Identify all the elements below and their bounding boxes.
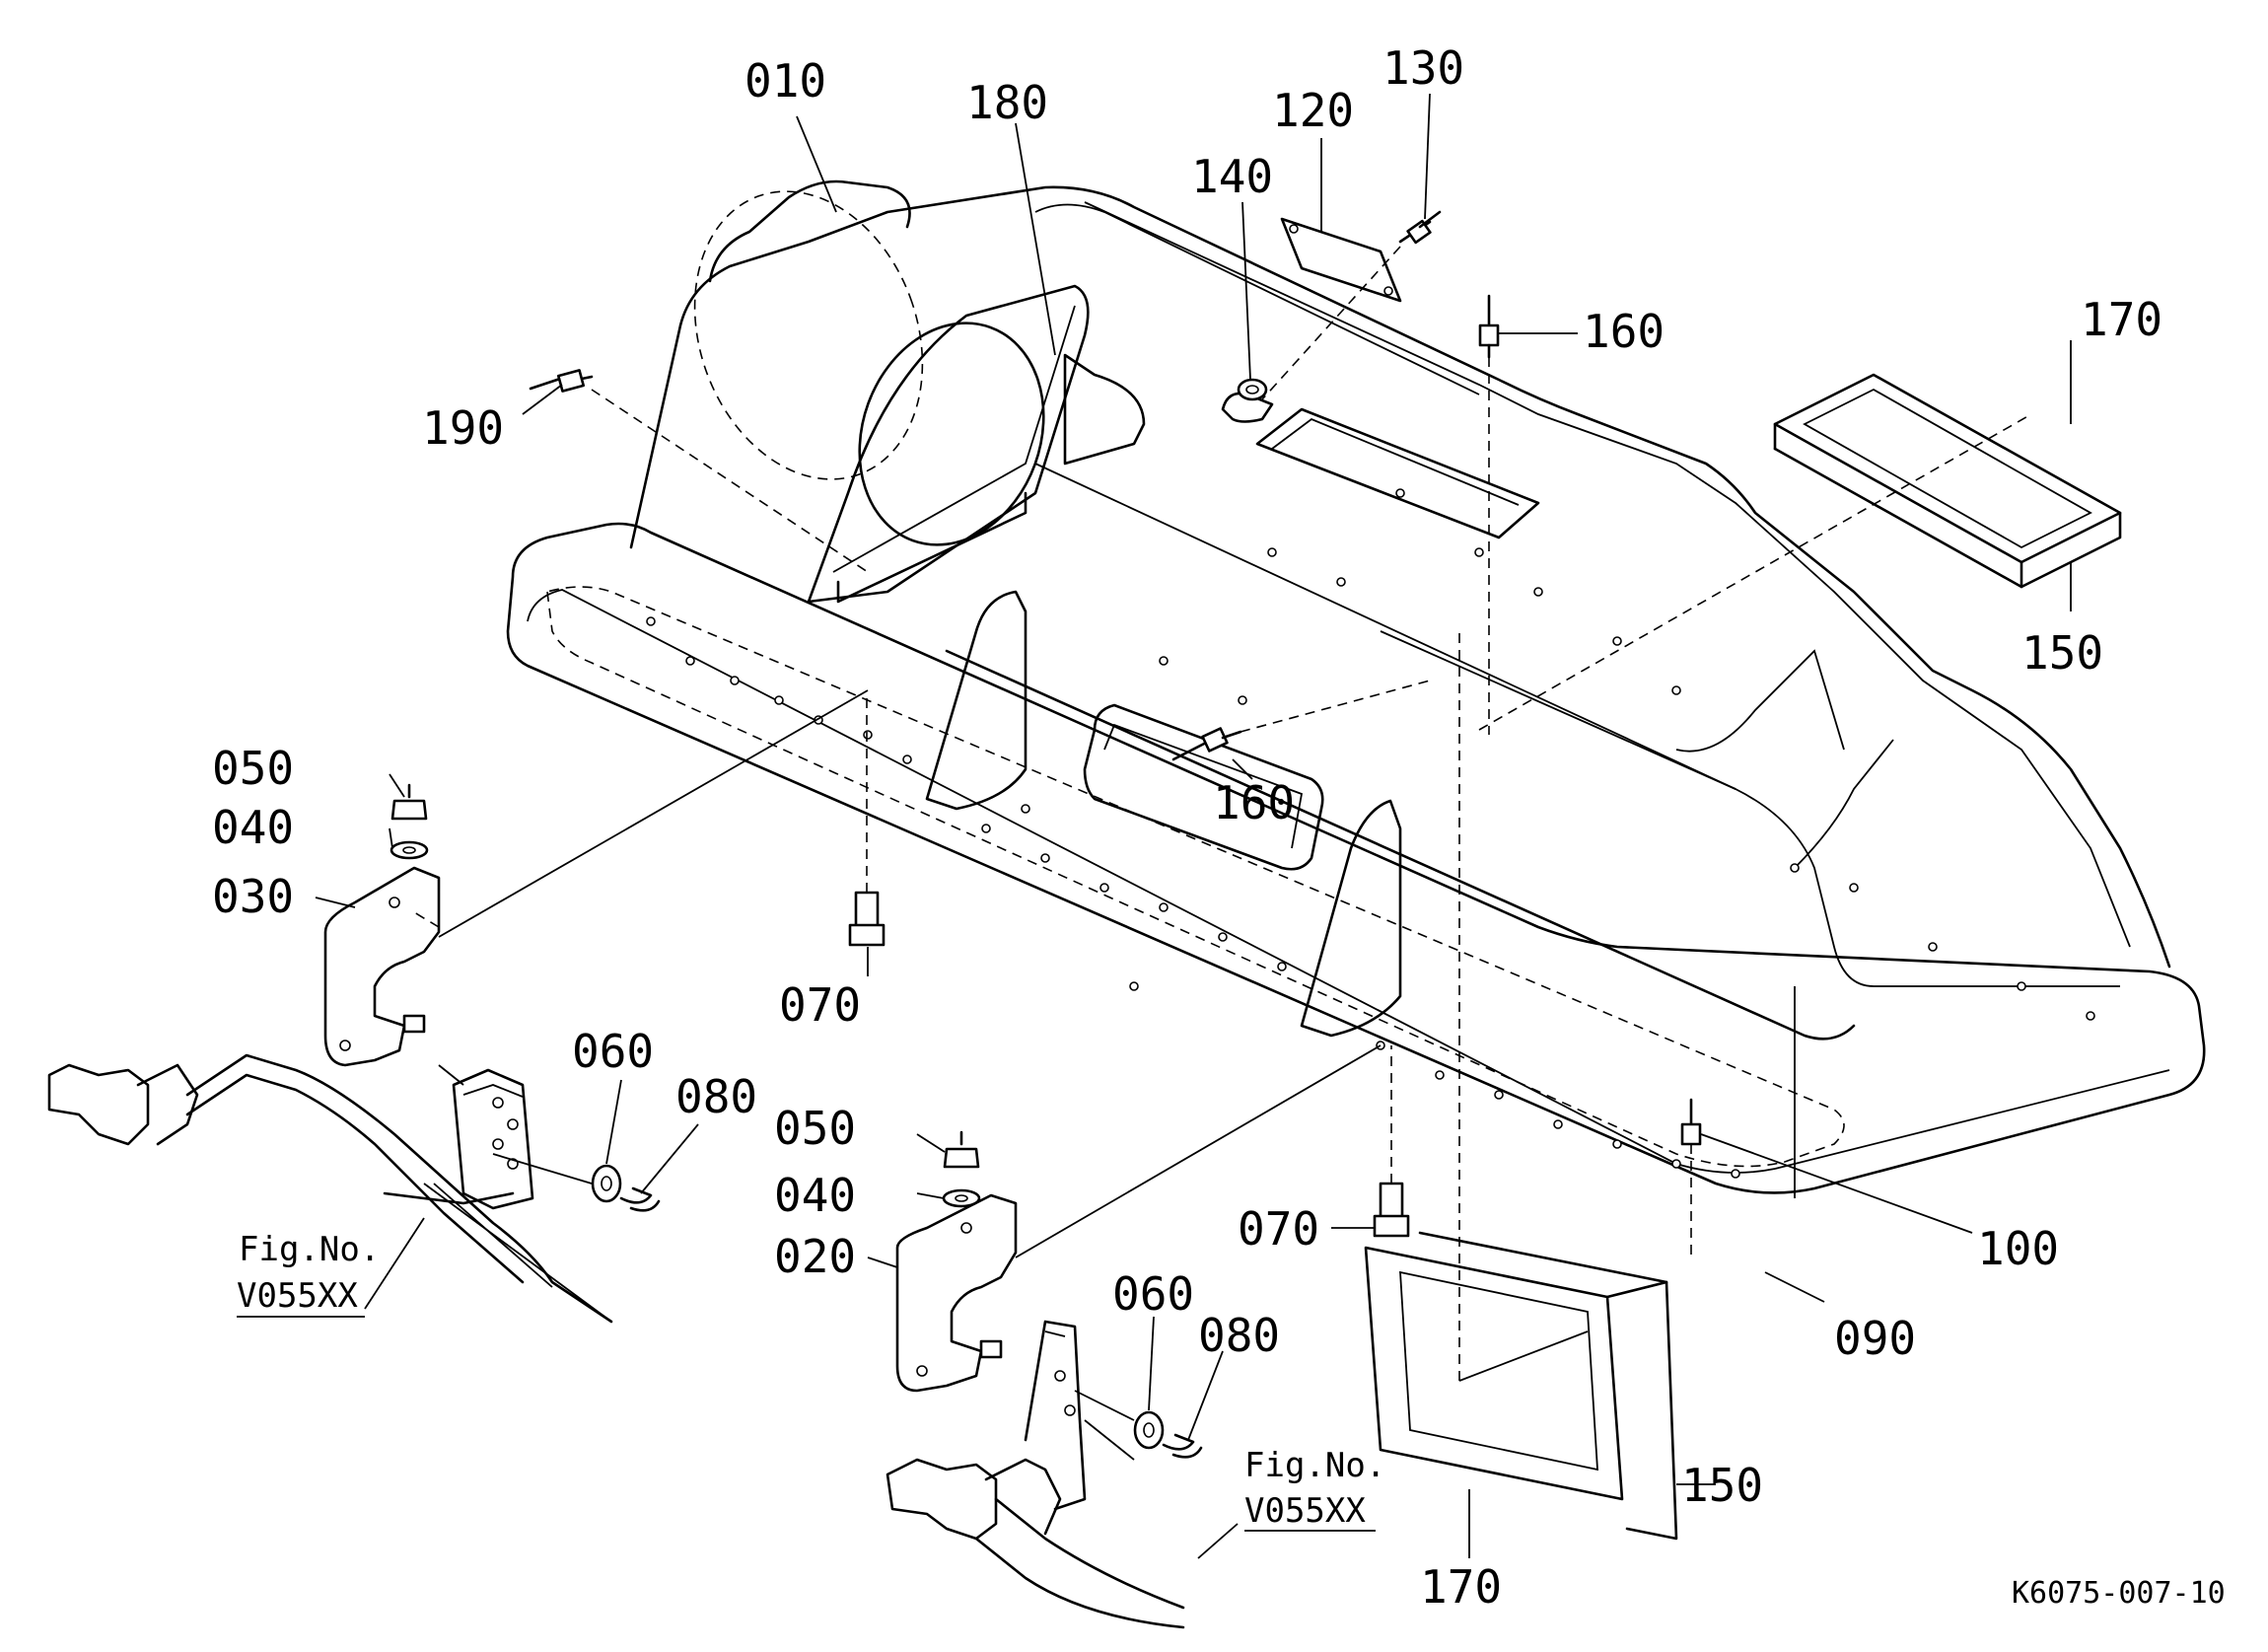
bolt-070-right — [1373, 1045, 1410, 1238]
drawing-code: K6075-007-10 — [2012, 1576, 2226, 1611]
figure-ref-right-title: Fig.No. — [1244, 1446, 1385, 1485]
cover-body — [506, 180, 2206, 1198]
nut-washer-left — [390, 783, 429, 860]
label-070-left: 070 — [779, 978, 861, 1032]
label-060-right: 060 — [1112, 1267, 1194, 1321]
label-170-lower: 170 — [1420, 1560, 1502, 1614]
label-040-right: 040 — [774, 1169, 856, 1222]
label-040-left: 040 — [212, 801, 294, 854]
leader-lines — [315, 93, 2072, 1559]
label-050-left: 050 — [212, 742, 294, 795]
label-160-mid: 160 — [1213, 776, 1295, 829]
part-labels: 010 180 140 120 130 160 170 150 190 160 … — [212, 41, 2162, 1614]
bracket-030 — [323, 689, 869, 1067]
bolt-holes — [646, 488, 2095, 1179]
label-090: 090 — [1834, 1312, 1916, 1365]
rivet-100 — [1680, 1098, 1702, 1257]
label-020: 020 — [774, 1230, 856, 1283]
label-070-right: 070 — [1238, 1202, 1319, 1256]
link-assembly-right — [886, 1320, 1185, 1629]
label-120: 120 — [1272, 84, 1354, 137]
bracket-020 — [895, 1044, 1382, 1393]
washer-pin-right — [1074, 1390, 1203, 1459]
figure-ref-left[interactable]: Fig.No. V055XX — [237, 1230, 380, 1318]
rivet-130 — [1261, 210, 1442, 400]
figure-ref-left-code[interactable]: V055XX — [237, 1276, 358, 1316]
rivet-190 — [529, 369, 869, 573]
label-100: 100 — [1977, 1222, 2059, 1275]
label-080-left: 080 — [675, 1070, 757, 1123]
rivet-160-top — [1478, 294, 1500, 735]
label-080-right: 080 — [1198, 1309, 1280, 1362]
grommet-140 — [1237, 378, 1268, 401]
rivet-160-mid — [1171, 680, 1431, 761]
label-130: 130 — [1382, 41, 1464, 95]
label-050-right: 050 — [774, 1102, 856, 1155]
label-160-top: 160 — [1583, 305, 1665, 358]
figure-ref-left-title: Fig.No. — [239, 1230, 380, 1269]
label-140: 140 — [1191, 150, 1273, 203]
gaskets-lower — [1364, 631, 1678, 1541]
plate-120 — [1280, 217, 1402, 303]
body-openings — [1083, 392, 1540, 871]
figure-ref-right[interactable]: Fig.No. V055XX — [1244, 1446, 1385, 1532]
fan-bracket — [807, 284, 1146, 604]
label-180: 180 — [966, 76, 1048, 129]
link-assembly-left — [47, 1053, 613, 1324]
label-010: 010 — [744, 54, 826, 108]
label-170-upper: 170 — [2081, 293, 2162, 346]
bolt-070-left — [848, 690, 886, 947]
label-030: 030 — [212, 870, 294, 923]
washer-pin-left — [492, 1153, 661, 1212]
nut-washer-right — [942, 1130, 981, 1208]
label-150-lower: 150 — [1681, 1459, 1763, 1512]
label-150-upper: 150 — [2021, 626, 2103, 680]
figure-ref-right-code[interactable]: V055XX — [1244, 1491, 1366, 1531]
label-190: 190 — [422, 401, 504, 455]
label-060-left: 060 — [572, 1025, 654, 1078]
